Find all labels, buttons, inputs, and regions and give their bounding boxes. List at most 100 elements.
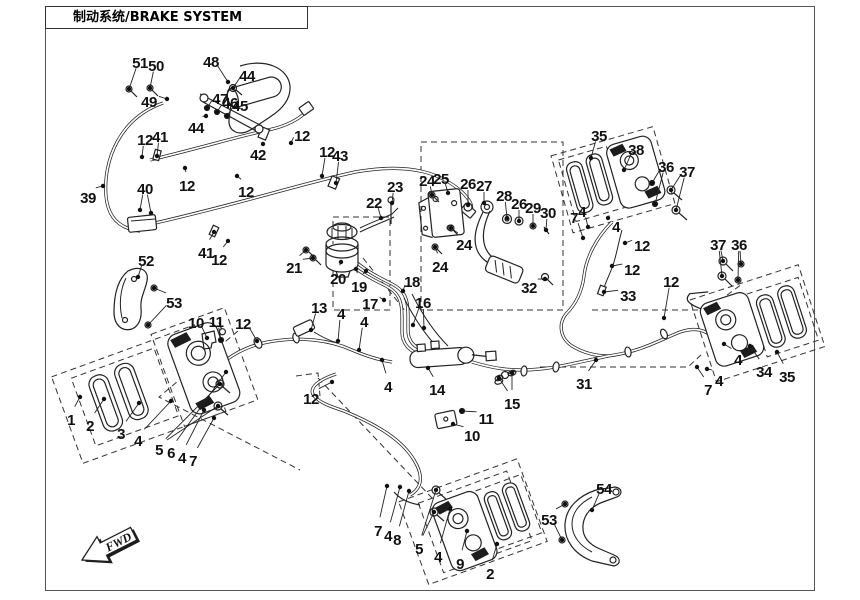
part-number-label: 43	[332, 148, 348, 165]
leader-line	[185, 409, 205, 446]
part-number-label: 53	[541, 512, 557, 529]
title-box: 制动系统/BRAKE SYSTEM	[45, 6, 308, 29]
construction-line	[540, 353, 703, 368]
leader-line	[310, 313, 317, 331]
part-number-label: 33	[620, 288, 636, 305]
leader-dot	[254, 338, 260, 344]
leader-dot	[363, 268, 369, 274]
leader-dot	[135, 274, 141, 280]
leader-line	[248, 327, 258, 342]
part-number-label: 35	[779, 369, 795, 386]
part-number-label: 4	[384, 379, 393, 396]
leader-line	[776, 351, 784, 364]
leader-dot	[509, 370, 515, 376]
leader-dot	[260, 141, 266, 147]
rear-steel-pipe	[601, 229, 623, 295]
leader-dot	[379, 357, 385, 363]
rear-caliper-38	[565, 135, 666, 214]
leader-dot	[211, 229, 217, 235]
part-number-label: 1	[67, 412, 75, 429]
leader-line	[654, 172, 664, 205]
part-number-label: 38	[628, 142, 644, 159]
part-number-label: 22	[366, 195, 382, 212]
leader-dot	[543, 227, 549, 233]
leader-dot	[218, 337, 224, 343]
leader-line	[139, 194, 144, 211]
fwd-arrow: FWD	[80, 526, 141, 564]
leader-dot	[465, 202, 471, 208]
leader-line	[125, 402, 140, 422]
part-number-label: 36	[731, 237, 747, 254]
leader-dot	[137, 207, 143, 213]
leader-line	[412, 307, 420, 326]
leader-dot	[668, 187, 674, 193]
leader-line	[491, 543, 498, 561]
brake-pad	[501, 482, 531, 532]
leader-dot	[148, 210, 154, 216]
leader-dot	[182, 165, 188, 171]
part-number-label: 4	[178, 450, 187, 467]
part-number-label: 9	[456, 556, 464, 573]
leader-dot	[516, 218, 522, 224]
leader-line	[217, 65, 229, 83]
leader-line	[651, 170, 660, 184]
leader-dot	[214, 109, 220, 115]
part-number-label: 7	[570, 210, 578, 227]
leader-dot	[303, 247, 309, 253]
leader-dot	[329, 379, 335, 385]
leader-line	[156, 142, 159, 157]
leader-dot	[223, 369, 229, 375]
part-number-label: 12	[235, 316, 251, 333]
part-number-label: 6	[167, 445, 175, 462]
leader-dot	[145, 322, 151, 328]
part-number-label: 39	[80, 190, 96, 207]
leader-dot	[151, 285, 157, 291]
page-title: 制动系统/BRAKE SYSTEM	[73, 10, 243, 25]
drawing-frame	[45, 6, 815, 591]
leader-dot	[397, 484, 403, 490]
part-number-label: 50	[148, 58, 164, 75]
bottom-caliper-9	[431, 482, 531, 572]
leader-dot	[747, 343, 753, 349]
leader-dot	[601, 289, 607, 295]
leader-line	[670, 175, 681, 191]
part-number-label: 24	[456, 237, 473, 254]
part-number-label: 49	[141, 94, 157, 111]
guard-54	[564, 486, 622, 567]
bracket-48	[228, 62, 291, 134]
pedal-pad	[484, 255, 524, 284]
leader-line	[498, 377, 508, 392]
part-number-label: 4	[360, 314, 369, 331]
leader-line	[603, 289, 619, 293]
leader-dot	[154, 153, 160, 159]
leader-dot	[459, 408, 465, 414]
leader-dot	[719, 273, 725, 279]
part-number-label: 4	[715, 373, 724, 390]
reservoir-outlet	[335, 270, 351, 278]
leader-dot	[593, 357, 599, 363]
part-number-label: 24	[432, 259, 449, 276]
leader-dot	[126, 86, 132, 92]
part-number-label: 47	[212, 91, 228, 108]
leader-dot	[450, 421, 456, 427]
leader-line	[318, 381, 333, 390]
part-number-label: 24	[419, 173, 436, 190]
leader-dot	[447, 506, 453, 512]
part-number-label: 44	[188, 120, 205, 137]
leader-dot	[481, 200, 487, 206]
part-number-label: 12	[634, 238, 650, 255]
leader-dot	[562, 501, 568, 507]
leader-dot	[381, 297, 387, 303]
leader-line	[554, 524, 563, 541]
part-number-label: 11	[209, 314, 224, 331]
leader-dot	[230, 85, 236, 91]
leader-line	[623, 154, 632, 171]
brake-pad	[565, 161, 594, 214]
part-number-label: 12	[663, 274, 679, 291]
part-number-label: 4	[384, 528, 393, 545]
leader-dot	[225, 238, 231, 244]
leader-line	[166, 405, 219, 441]
leader-dot	[425, 365, 431, 371]
